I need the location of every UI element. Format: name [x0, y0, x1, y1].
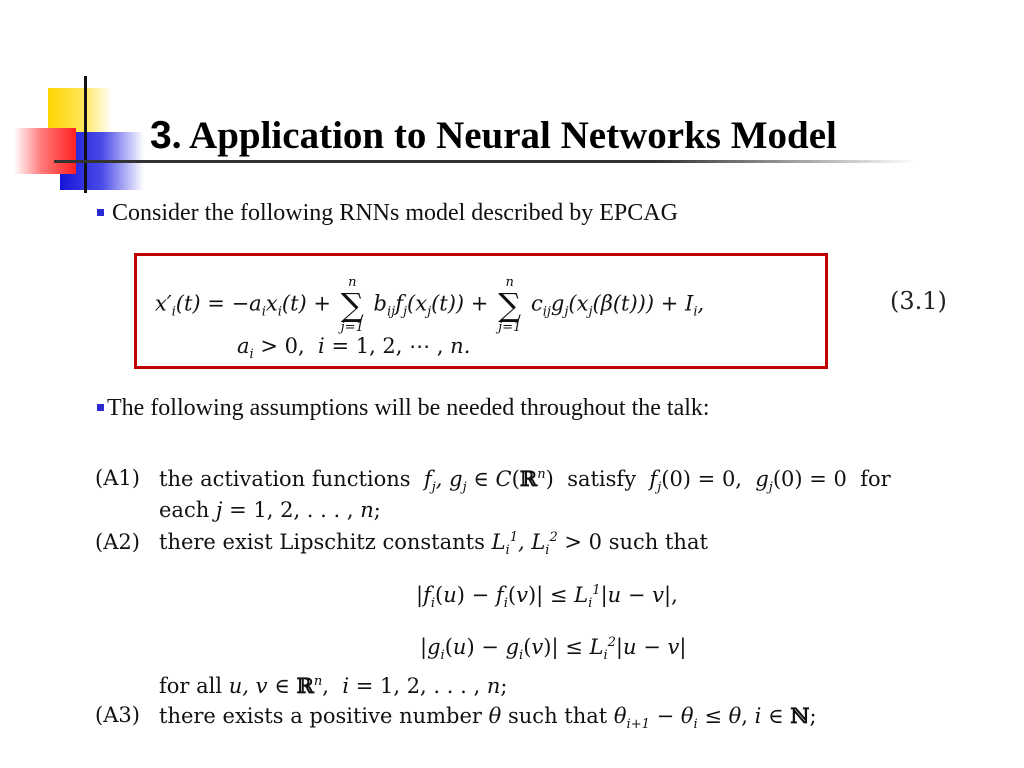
slide-title: 3. Application to Neural Networks Model: [150, 113, 837, 158]
assumption-tag-a2: (A2): [95, 530, 140, 554]
logo-vertical-line: [84, 76, 87, 193]
assumption-tag-a1: (A1): [95, 466, 140, 490]
equation-box: x′i(t) = −aixi(t) + n∑j=1 bijfj(xj(t)) +…: [134, 253, 828, 369]
bullet-consider: Consider the following RNNs model descri…: [97, 200, 678, 227]
bullet-assumptions: The following assumptions will be needed…: [97, 395, 710, 422]
title-text: . Application to Neural Networks Model: [171, 114, 837, 157]
bullet-consider-text: Consider the following RNNs model descri…: [112, 200, 678, 226]
equation-line-2: ai > 0, i = 1, 2, ⋯ , n.: [237, 334, 471, 363]
assumption-tag-a3: (A3): [95, 703, 140, 727]
lipschitz-inequality-g: |gi(u) − gi(v)| ≤ Li2|u − v|: [420, 635, 687, 664]
bullet-assumptions-text: The following assumptions will be needed…: [107, 395, 710, 421]
lipschitz-inequality-f: |fi(u) − fi(v)| ≤ Li1|u − v|,: [416, 583, 678, 612]
equation-label: (3.1): [890, 287, 947, 315]
bullet-square-icon: [97, 403, 104, 411]
bullet-square-icon: [97, 208, 104, 216]
equation-line-1: x′i(t) = −aixi(t) + n∑j=1 bijfj(xj(t)) +…: [155, 275, 705, 335]
title-number: 3: [150, 114, 172, 157]
assumption-a2-forall: for all u, v ∈ ℝn, i = 1, 2, . . . , n;: [159, 673, 508, 698]
assumption-a1-continued: each j = 1, 2, . . . , n;: [159, 498, 381, 522]
title-underline: [54, 160, 916, 163]
sum-operator-1: n∑j=1: [340, 275, 364, 335]
sum-operator-2: n∑j=1: [498, 275, 522, 335]
logo-red-square: [14, 128, 76, 174]
